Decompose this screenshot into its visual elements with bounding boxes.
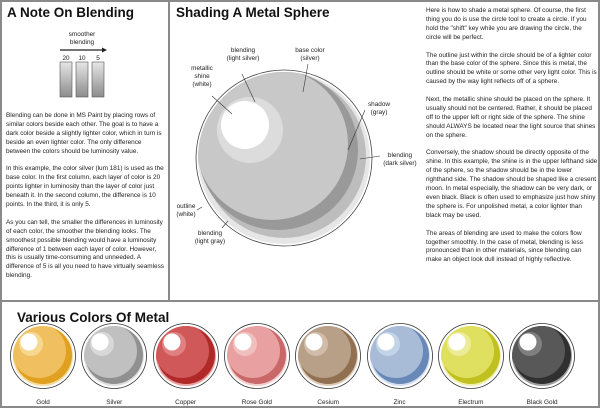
label-line: blending [387,152,413,159]
label-line: blending [197,230,223,237]
column-5 [91,61,105,98]
metal-label: Silver [106,399,123,406]
label-outline: outline (white) [171,203,201,219]
label-line: (gray) [370,109,388,116]
paragraph: The areas of blending are used to make t… [426,229,583,264]
panel-title: Shading A Metal Sphere [176,5,330,20]
label-blending-dark-silver: blending (dark silver) [378,152,422,168]
paragraph: As you can tell, the smaller the differe… [6,218,164,280]
label-line: shadow [367,101,391,108]
metal-sphere-diagram [195,63,381,247]
paragraph: Next, the metallic shine should be place… [426,96,596,139]
metal-colors-panel: Various Colors Of Metal Gold Silver Copper… [0,300,600,408]
label-line: outline [176,203,196,210]
metal-label: Electrum [458,399,484,406]
sphere-shine [221,101,269,149]
arrow-head-icon [102,47,107,53]
metal-sphere-silver [81,323,148,389]
paragraph: Here is how to shade a metal sphere. Of … [426,7,587,41]
metal-sphere-rose-gold [223,323,290,389]
shading-panel: Shading A Metal Sphere metallic shine (w… [168,0,600,302]
label-blending-light-silver: blending (light silver) [218,47,268,63]
metal-label: Zinc [393,399,406,406]
label-line: (white) [192,81,212,88]
metal-sphere-cesium [295,323,362,389]
paragraph: In this example, the color silver (lum 1… [6,165,164,209]
label-line: blending [230,47,256,54]
metal-label: Gold [36,399,50,406]
label-line: (white) [176,211,196,218]
label-shadow: shadow (gray) [362,101,396,117]
label-metallic-shine: metallic shine (white) [184,65,220,89]
column-label: 5 [96,55,100,62]
label-line: (light gray) [194,238,226,245]
blending-columns-diagram [59,47,107,98]
label-line: shine [194,73,210,80]
paragraph: The outline just within the circle shoul… [426,51,597,86]
column-20 [59,61,73,98]
metal-sphere-zinc [366,323,433,389]
metal-label: Black Gold [526,399,558,406]
label-line: metallic [191,65,213,72]
blending-text: Blending can be done in MS Paint by plac… [6,112,166,290]
diagram-caption: smoother blending [57,31,107,47]
metal-label: Copper [175,399,197,406]
shading-text: Here is how to shade a metal sphere. Of … [426,7,598,274]
metal-label: Rose Gold [241,399,272,406]
label-base-color: base color (silver) [288,47,332,63]
label-line: (light silver) [226,55,260,62]
metal-sphere-copper [152,323,219,389]
label-blending-light-gray: blending (light gray) [190,230,230,246]
label-line: (dark silver) [383,160,417,167]
panel-title: Various Colors Of Metal [17,310,170,325]
column-label: 10 [78,55,86,62]
label-line: base color [295,47,325,54]
metal-sphere-electrum [437,323,504,389]
blending-note-panel: A Note On Blending smoother blending 20 … [0,0,170,302]
metal-sphere-gold [10,323,76,389]
metal-label: Cesium [317,399,340,406]
panel-title: A Note On Blending [7,5,134,20]
label-line: (silver) [300,55,320,62]
paragraph: Conversely, the shadow should be directl… [426,149,598,219]
paragraph: Blending can be done in MS Paint by plac… [6,112,162,155]
column-10 [75,61,89,98]
caption-line: smoother [68,31,96,38]
caption-line: blending [69,39,95,46]
metal-sphere-black-gold [509,323,575,389]
column-label: 20 [62,55,70,62]
